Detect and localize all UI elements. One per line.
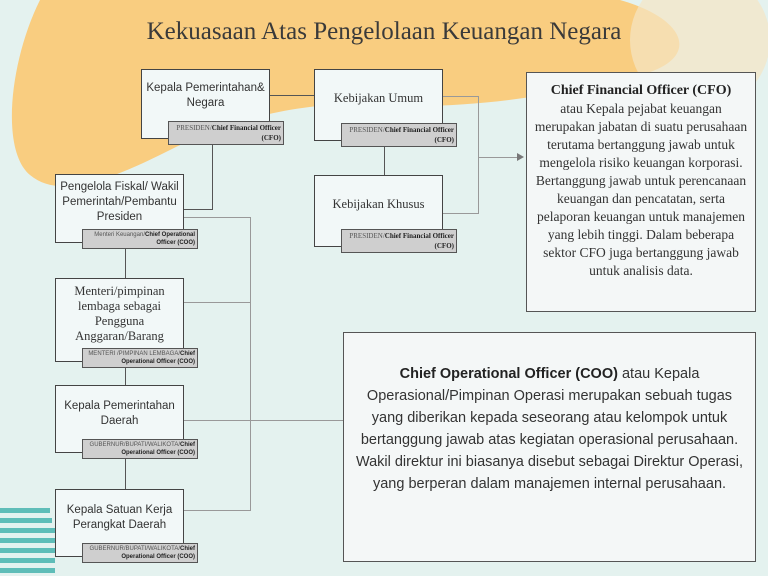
connector [183, 302, 251, 303]
tag-plain: GUBERNUR/BUPATI/WALIKOTA/ [89, 546, 180, 552]
box-kepala-satuan-kerja: Kepala Satuan Kerja Perangkat Daerah GUB… [55, 489, 198, 563]
tag-plain: GUBERNUR/BUPATI/WALIKOTA/ [89, 442, 180, 448]
connector [443, 213, 478, 214]
box-tag: GUBERNUR/BUPATI/WALIKOTA/Chief Operation… [82, 543, 198, 563]
slide-title: Kekuasaan Atas Pengelolaan Keuangan Nega… [146, 18, 622, 45]
box-tag: PRESIDEN/Chief Financial Officer (CFO) [341, 123, 457, 147]
box-tag: Menteri Keuangan/Chief Operational Offic… [82, 229, 198, 249]
tag-plain: PRESIDEN/ [349, 126, 385, 134]
connector [125, 353, 126, 385]
connector [250, 217, 251, 510]
cfo-heading: Chief Financial Officer (CFO) [550, 83, 732, 98]
connector [183, 209, 213, 210]
tag-plain: PRESIDEN/ [349, 232, 385, 240]
connector [384, 143, 385, 175]
box-pengelola-fiskal: Pengelola Fiskal/ Wakil Pemerintah/Pemba… [55, 174, 198, 249]
connector [125, 458, 126, 489]
tag-bold: Chief Financial Officer (CFO) [384, 126, 454, 144]
connector [478, 96, 479, 214]
tag-bold: Chief Financial Officer (CFO) [211, 124, 281, 142]
tag-plain: MENTERI /PIMPINAN LEMBAGA/ [88, 351, 180, 357]
box-menteri-pimpinan-lembaga: Menteri/pimpinan lembaga sebagai Penggun… [55, 278, 198, 368]
coo-description-box: Chief Operational Officer (COO) atau Kep… [343, 332, 756, 562]
box-label: Kebijakan Umum [333, 91, 424, 105]
arrow-right-icon [517, 153, 524, 161]
box-tag: PRESIDEN/Chief Financial Officer (CFO) [168, 121, 284, 145]
box-kepala-pemerintahan-negara: Kepala Pemerintahan& Negara PRESIDEN/Chi… [141, 69, 284, 145]
box-label: Kebijakan Khusus [332, 197, 425, 211]
box-label: Menteri/pimpinan lembaga sebagai Penggun… [74, 284, 165, 343]
cfo-body: atau Kepala pejabat keuangan merupakan j… [534, 101, 748, 278]
tag-bold: Chief Financial Officer (CFO) [384, 232, 454, 250]
box-label: Kepala Pemerintahan& Negara [146, 82, 265, 109]
connector [443, 96, 478, 97]
connector [183, 217, 251, 218]
box-label: Pengelola Fiskal/ Wakil Pemerintah/Pemba… [60, 181, 179, 223]
tag-bold: Chief Operational Officer (COO) [144, 232, 195, 246]
box-kebijakan-khusus: Kebijakan Khusus PRESIDEN/Chief Financia… [314, 175, 457, 253]
coo-heading: Chief Operational Officer (COO) [399, 366, 618, 382]
decorative-teal-stripes [0, 508, 55, 573]
box-tag: GUBERNUR/BUPATI/WALIKOTA/Chief Operation… [82, 439, 198, 459]
cfo-description-box: Chief Financial Officer (CFO) atau Kepal… [526, 72, 756, 312]
connector [125, 247, 126, 280]
connector [212, 143, 213, 209]
coo-body: atau Kepala Operasional/Pimpinan Operasi… [355, 366, 744, 492]
connector [478, 157, 520, 158]
box-tag: MENTERI /PIMPINAN LEMBAGA/Chief Operatio… [82, 348, 198, 368]
box-kebijakan-umum: Kebijakan Umum PRESIDEN/Chief Financial … [314, 69, 457, 147]
tag-bold: Chief Operational Officer (COO) [121, 442, 195, 456]
tag-bold: Chief Operational Officer (COO) [121, 546, 195, 560]
connector [183, 420, 343, 421]
connector [183, 510, 251, 511]
box-label: Kepala Satuan Kerja Perangkat Daerah [66, 504, 173, 531]
tag-plain: Menteri Keuangan/ [94, 232, 145, 238]
box-tag: PRESIDEN/Chief Financial Officer (CFO) [341, 229, 457, 253]
box-label: Kepala Pemerintahan Daerah [64, 400, 175, 427]
tag-bold: Chief Operational Officer (COO) [121, 351, 195, 365]
tag-plain: PRESIDEN/ [176, 124, 212, 132]
box-kepala-pemerintahan-daerah: Kepala Pemerintahan Daerah GUBERNUR/BUPA… [55, 385, 198, 459]
